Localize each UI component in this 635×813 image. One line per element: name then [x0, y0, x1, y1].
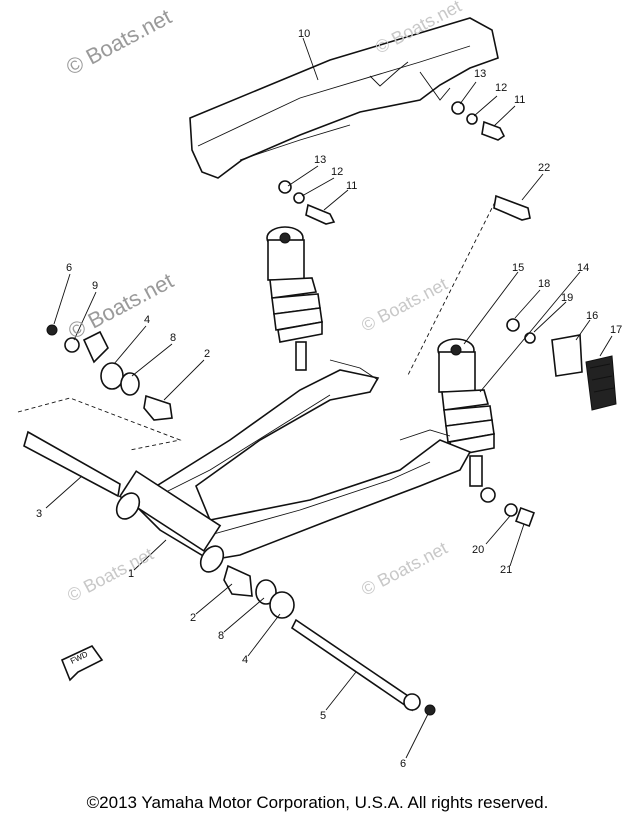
callout-9: 9 [92, 280, 99, 292]
callout-4: 4 [242, 654, 249, 666]
callout-12: 12 [495, 82, 508, 94]
callout-16: 16 [586, 310, 599, 322]
callout-10: 10 [298, 28, 311, 40]
shock-absorber-left [266, 226, 323, 371]
reflector-bracket [506, 318, 617, 411]
callout-3: 3 [36, 508, 43, 520]
callout-1: 1 [128, 568, 135, 580]
callout-4: 4 [144, 314, 151, 326]
callout-5: 5 [320, 710, 327, 722]
callout-13: 13 [314, 154, 327, 166]
shock-absorber-right [437, 338, 496, 503]
bolt-set-upper [451, 101, 506, 141]
callout-18: 18 [538, 278, 551, 290]
swing-arm [115, 359, 472, 573]
pin-22 [407, 194, 531, 376]
bushing-stack-left [46, 324, 173, 421]
callout-17: 17 [610, 324, 623, 336]
callout-21: 21 [500, 564, 513, 576]
callout-11: 11 [514, 94, 526, 106]
pivot-shaft-lower [290, 618, 436, 716]
copyright-notice: ©2013 Yamaha Motor Corporation, U.S.A. A… [86, 793, 549, 812]
callout-15: 15 [512, 262, 525, 274]
nut-set-lower-right [504, 503, 535, 527]
forward-arrow-icon: FWD [60, 644, 104, 682]
callout-8: 8 [170, 332, 177, 344]
bolt-set-mid [278, 180, 336, 225]
callout-19: 19 [561, 292, 574, 304]
callout-20: 20 [472, 544, 485, 556]
callout-2: 2 [190, 612, 197, 624]
callout-13: 13 [474, 68, 487, 80]
callout-22: 22 [538, 162, 551, 174]
callout-14: 14 [577, 262, 590, 274]
callout-11: 11 [346, 180, 358, 192]
callout-6: 6 [66, 262, 73, 274]
callout-6: 6 [400, 758, 407, 770]
leader-lines [45, 37, 613, 759]
pivot-shaft-left [17, 397, 182, 498]
callout-8: 8 [218, 630, 225, 642]
chain-case [189, 17, 499, 179]
callout-2: 2 [204, 348, 211, 360]
callout-12: 12 [331, 166, 344, 178]
bushing-stack-lower [223, 564, 295, 619]
